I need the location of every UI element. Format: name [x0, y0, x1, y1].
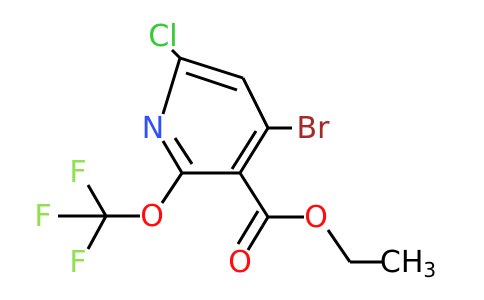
bond-c4-c3-inner	[230, 130, 258, 170]
fluorine-label-bottom: F	[69, 245, 86, 280]
bond-c2-o	[160, 172, 184, 204]
bond-n-c6	[161, 57, 182, 115]
fluorine-label-middle: F	[34, 199, 51, 234]
nitrogen-label: N	[142, 111, 164, 146]
ester-oxygen-label: O	[304, 200, 328, 235]
bonds	[58, 48, 384, 264]
bond-c2-n	[161, 140, 184, 174]
bond-oester-ch2	[326, 229, 352, 263]
atom-labels: Cl N Br O F F F O O CH3	[34, 19, 436, 283]
bond-c3-cco	[238, 172, 270, 218]
bond-c4-c3	[238, 127, 270, 174]
methyl-label: CH3	[380, 245, 436, 283]
bond-cco-o-double-a	[246, 216, 270, 251]
bond-cf3-f1	[86, 184, 108, 217]
bromine-label: Br	[297, 111, 331, 146]
bond-c2-n-inner	[173, 137, 194, 165]
ether-oxygen-label: O	[140, 199, 164, 234]
bond-cf3-f3	[86, 215, 108, 250]
bond-cco-o-double-b	[236, 210, 260, 245]
bond-c6-cl	[170, 48, 182, 60]
bond-c5-c4	[241, 77, 270, 129]
carbonyl-oxygen-label: O	[228, 245, 252, 280]
chlorine-label: Cl	[148, 19, 177, 54]
fluorine-label-top: F	[69, 155, 86, 190]
bond-c6-c5	[179, 56, 244, 80]
bond-c6-c5-inner	[185, 71, 238, 92]
